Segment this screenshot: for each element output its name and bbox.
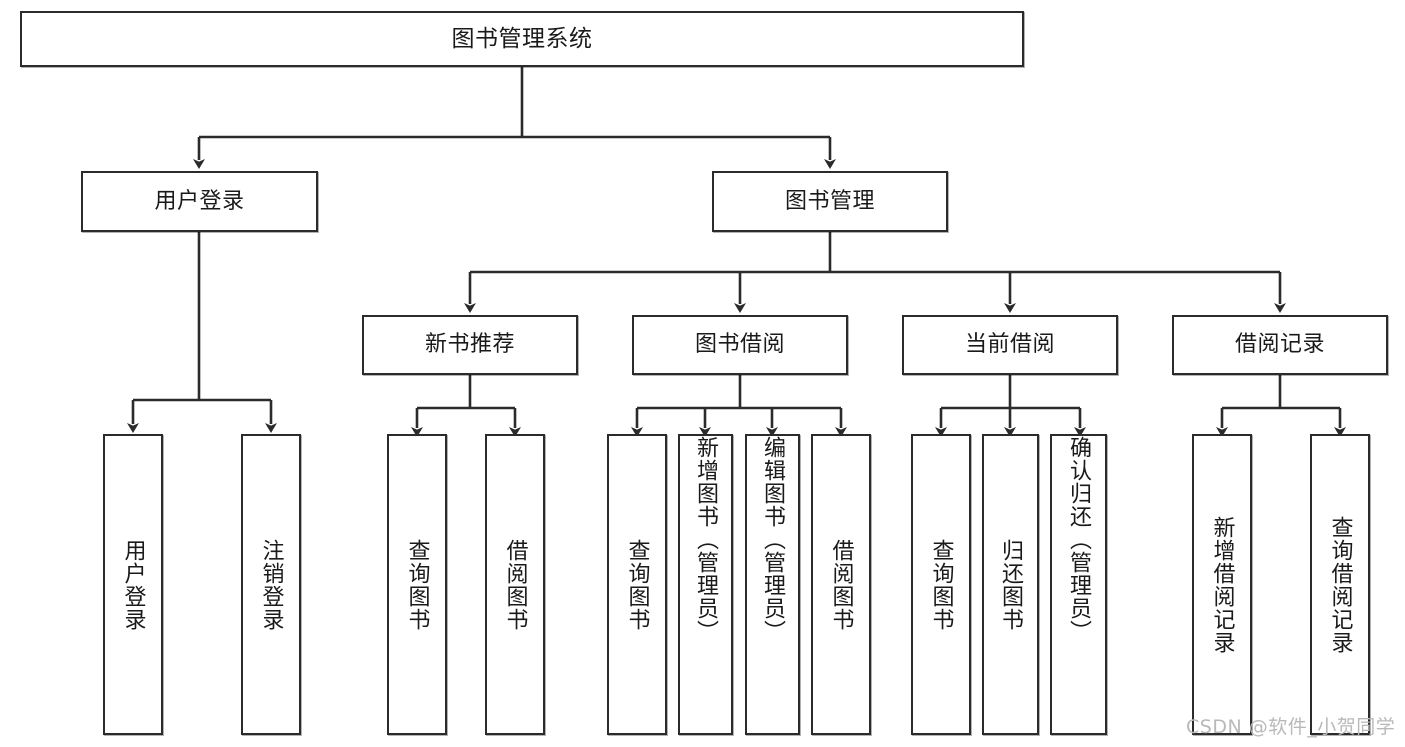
- node-leaf-query-book-current[interactable]: 查询图书: [911, 434, 971, 735]
- node-label: 当前借阅: [964, 332, 1055, 358]
- node-leaf-user-login[interactable]: 用户登录: [103, 434, 163, 735]
- node-book-management[interactable]: 图书管理: [712, 171, 948, 232]
- node-current-borrow[interactable]: 当前借阅: [902, 315, 1118, 375]
- node-leaf-add-book-admin[interactable]: 新增图书（管理员）: [678, 434, 733, 735]
- node-label: 新增图书（管理员）: [693, 436, 719, 643]
- node-borrow-record[interactable]: 借阅记录: [1172, 315, 1388, 375]
- node-leaf-query-book-recommend[interactable]: 查询图书: [387, 434, 447, 735]
- node-label: 用户登录: [154, 188, 245, 214]
- node-label: 借阅图书: [502, 538, 528, 631]
- node-leaf-add-borrow-record[interactable]: 新增借阅记录: [1192, 434, 1252, 735]
- node-leaf-user-logout[interactable]: 注销登录: [241, 434, 301, 735]
- node-label: 用户登录: [120, 538, 146, 631]
- node-label: 编辑图书（管理员）: [760, 436, 786, 643]
- node-label: 查询图书: [404, 538, 430, 631]
- node-leaf-query-borrow-record[interactable]: 查询借阅记录: [1310, 434, 1370, 735]
- node-label: 新增借阅记录: [1209, 515, 1235, 654]
- node-leaf-confirm-return-admin[interactable]: 确认归还（管理员）: [1050, 434, 1107, 735]
- node-new-book-recommend[interactable]: 新书推荐: [362, 315, 578, 375]
- node-label: 查询图书: [624, 538, 650, 631]
- node-leaf-query-book-borrow[interactable]: 查询图书: [607, 434, 667, 735]
- node-label: 图书管理系统: [451, 25, 593, 52]
- node-label: 借阅图书: [828, 538, 854, 631]
- node-user-login[interactable]: 用户登录: [81, 171, 318, 232]
- node-leaf-borrow-book-recommend[interactable]: 借阅图书: [485, 434, 545, 735]
- node-label: 归还图书: [998, 538, 1024, 631]
- node-label: 新书推荐: [424, 332, 515, 358]
- node-label: 确认归还（管理员）: [1066, 436, 1092, 643]
- node-label: 注销登录: [258, 538, 284, 631]
- node-root-system[interactable]: 图书管理系统: [20, 11, 1024, 67]
- node-label: 借阅记录: [1234, 332, 1325, 358]
- node-label: 图书借阅: [694, 332, 785, 358]
- node-label: 查询借阅记录: [1327, 515, 1353, 654]
- node-label: 图书管理: [784, 188, 875, 214]
- watermark: CSDN @软件_小贺同学: [1186, 716, 1396, 738]
- node-leaf-borrow-book[interactable]: 借阅图书: [811, 434, 871, 735]
- node-label: 查询图书: [928, 538, 954, 631]
- node-leaf-return-book[interactable]: 归还图书: [982, 434, 1039, 735]
- node-leaf-edit-book-admin[interactable]: 编辑图书（管理员）: [745, 434, 800, 735]
- node-book-borrow[interactable]: 图书借阅: [632, 315, 848, 375]
